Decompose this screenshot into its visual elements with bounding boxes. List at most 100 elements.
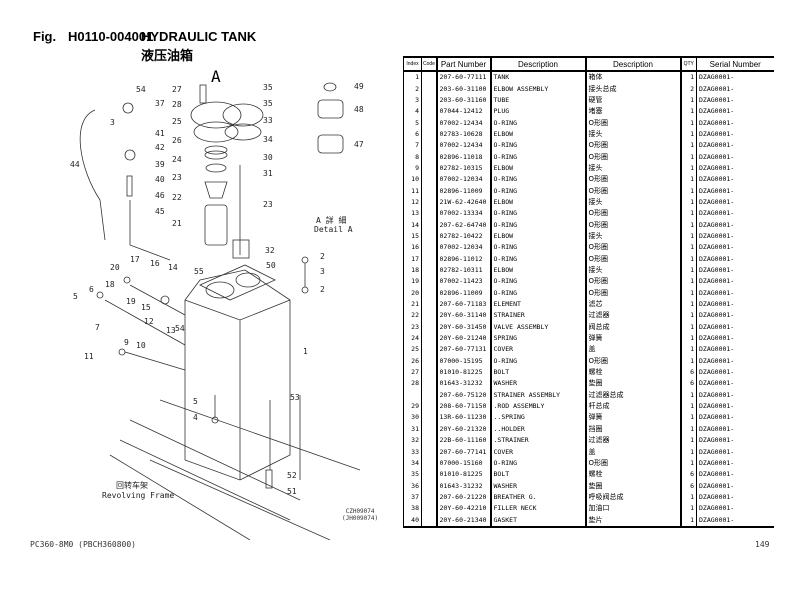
cell-part: 20Y-60-31140 — [435, 310, 491, 322]
cell-part: 20Y-60-21320 — [435, 423, 491, 435]
cell-index: 14 — [403, 219, 422, 231]
cell-desc: WASHER — [489, 480, 586, 492]
cell-cn: 硬管 — [584, 94, 681, 107]
cell-index: 28 — [403, 378, 422, 390]
cell-serial: DZAG0001- — [696, 503, 774, 515]
cell-code — [421, 287, 437, 299]
header-description: Description — [489, 56, 586, 72]
callout-label: 39 — [155, 160, 165, 169]
callout-group: 5437341423940464544272825262423222135353… — [70, 82, 364, 496]
cell-serial: DZAG0001- — [696, 264, 774, 277]
callout-label: 35 — [263, 99, 273, 108]
header-index: Index — [403, 56, 422, 72]
cell-part: 02782-10422 — [435, 230, 491, 243]
callout-label: 10 — [136, 341, 146, 350]
cell-serial: DZAG0001- — [696, 480, 774, 492]
cell-cn: 滤芯 — [584, 298, 681, 311]
cell-index: 26 — [403, 355, 422, 367]
cell-desc: O-RING — [489, 457, 586, 470]
cell-code — [421, 151, 437, 163]
cell-cn: 弹簧 — [584, 412, 681, 424]
cell-qty: 1 — [679, 400, 697, 413]
cell-code — [421, 480, 437, 492]
cell-cn: 挡圈 — [584, 423, 681, 435]
parts-table-header: Index Code Part Number Description Descr… — [403, 56, 774, 72]
cell-desc: O-RING — [489, 355, 586, 367]
cell-qty: 1 — [679, 230, 697, 243]
callout-label: 48 — [354, 105, 364, 114]
cell-qty: 1 — [679, 94, 697, 107]
cell-desc: GASKET — [489, 514, 586, 528]
callout-label: 33 — [263, 116, 273, 125]
cell-code — [421, 94, 437, 107]
callout-label: 23 — [172, 173, 182, 182]
cell-cn: O形圈 — [584, 276, 681, 288]
drawing-ref-code-alt: (JH009074) — [342, 515, 379, 522]
cell-part: 02896-11009 — [435, 287, 491, 299]
cell-code — [421, 400, 437, 413]
cell-index: 18 — [403, 264, 422, 277]
callout-label: 27 — [172, 85, 182, 94]
cell-serial: DZAG0001- — [696, 298, 774, 311]
cell-part: 01010-81225 — [435, 469, 491, 481]
cell-desc: SPRING — [489, 332, 586, 345]
cell-index: 16 — [403, 242, 422, 254]
callout-label: 3 — [110, 118, 115, 127]
drawing-ref-code: CZH09074 — [345, 508, 375, 515]
header-qty: QTY — [679, 56, 697, 72]
cell-cn: O形圈 — [584, 253, 681, 265]
cell-serial: DZAG0001- — [696, 469, 774, 481]
cell-cn: 阀总成 — [584, 321, 681, 333]
callout-label: 49 — [354, 82, 364, 91]
cell-cn: 接头总成 — [584, 83, 681, 95]
cell-desc: ELEMENT — [489, 298, 586, 311]
cell-code — [421, 423, 437, 435]
cell-index: 15 — [403, 230, 422, 243]
cell-qty: 1 — [679, 128, 697, 141]
cell-serial: DZAG0001- — [696, 83, 774, 95]
cell-serial: DZAG0001- — [696, 140, 774, 152]
cell-qty: 1 — [679, 264, 697, 277]
cell-serial: DZAG0001- — [696, 94, 774, 107]
callout-label: 13 — [166, 326, 176, 335]
cell-index: 27 — [403, 366, 422, 379]
cell-desc: STRAINER ASSEMBLY — [489, 389, 586, 401]
callout-label: 11 — [84, 352, 94, 361]
cell-part: 07002-12434 — [435, 117, 491, 129]
callout-label: 46 — [155, 191, 165, 200]
cell-cn: 盖 — [584, 446, 681, 458]
cell-serial: DZAG0001- — [696, 344, 774, 356]
cell-qty: 1 — [679, 174, 697, 186]
cell-index: 34 — [403, 457, 422, 470]
cell-desc: BREATHER G. — [489, 491, 586, 504]
drawing-ref: CZH09074 (JH009074) — [342, 508, 378, 522]
cell-part: 13R-60-11230 — [435, 412, 491, 424]
cell-qty: 1 — [679, 117, 697, 129]
cell-index: 29 — [403, 400, 422, 413]
detail-label-en: Detail A — [314, 225, 353, 234]
cell-cn: 垫圈 — [584, 378, 681, 390]
cell-qty: 1 — [679, 457, 697, 470]
callout-label: 21 — [172, 219, 182, 228]
cell-cn: 螺栓 — [584, 366, 681, 379]
cell-desc: TUBE — [489, 94, 586, 107]
cell-serial: DZAG0001- — [696, 230, 774, 243]
callout-label: 30 — [263, 153, 273, 162]
cell-index: 6 — [403, 128, 422, 141]
cell-part: 02782-10311 — [435, 264, 491, 277]
cell-qty: 6 — [679, 378, 697, 390]
callout-label: 52 — [287, 471, 297, 480]
cell-serial: DZAG0001- — [696, 185, 774, 197]
cell-cn: 接头 — [584, 162, 681, 175]
cell-part: 207-60-77141 — [435, 446, 491, 458]
cell-index: 13 — [403, 208, 422, 220]
cell-cn: 堵塞 — [584, 106, 681, 118]
